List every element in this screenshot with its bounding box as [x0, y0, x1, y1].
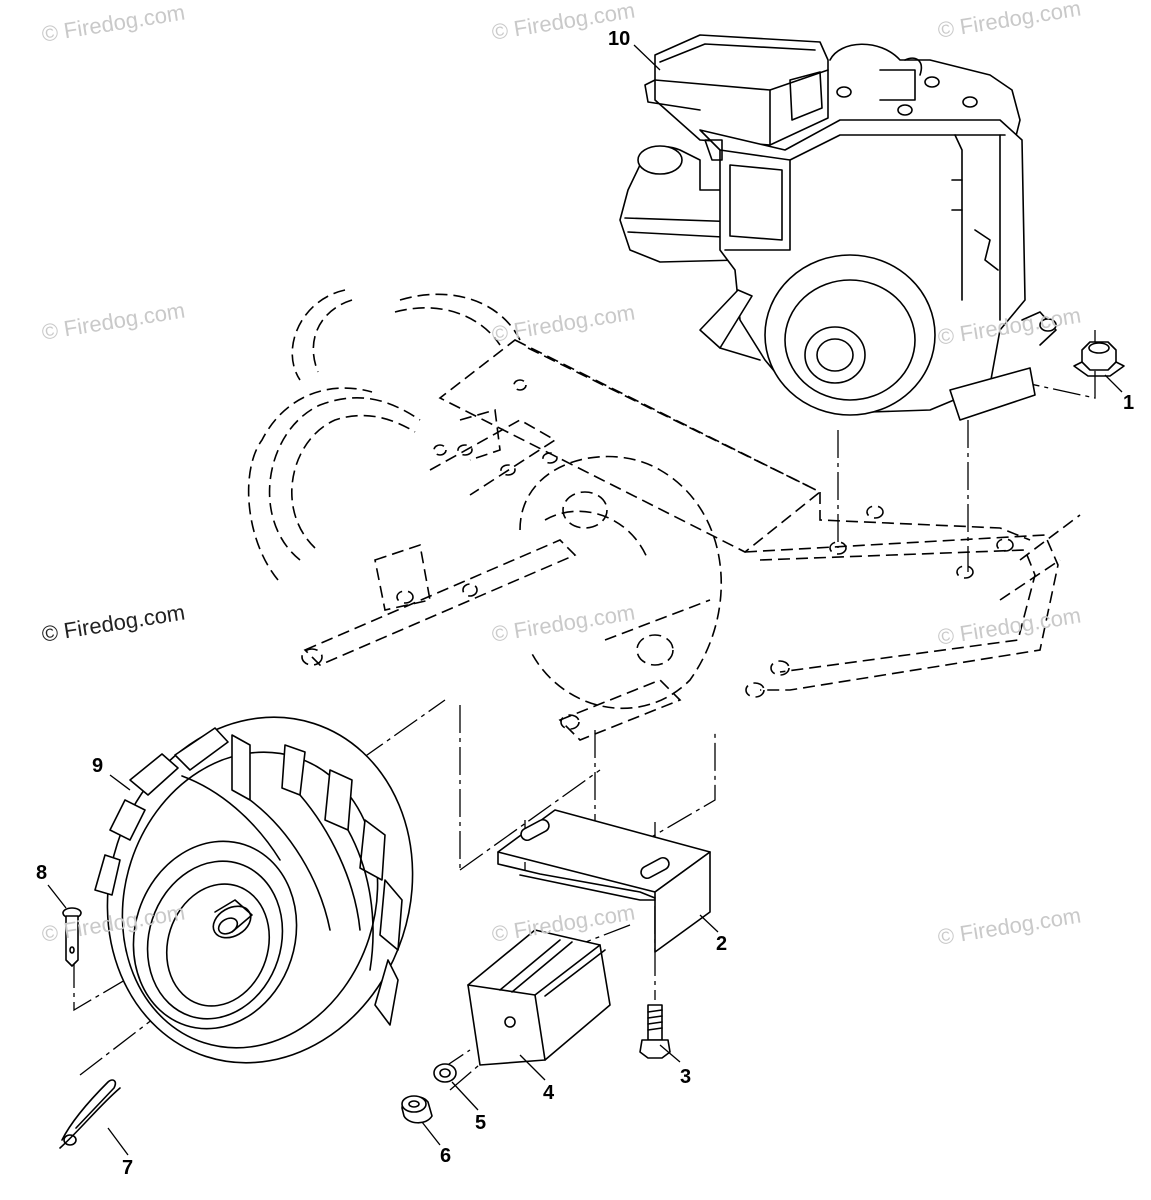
bolt-icon: [639, 1004, 671, 1059]
callout-6: 6: [440, 1145, 452, 1167]
washer-icon: [433, 1063, 457, 1083]
tiller-frame-phantom: [247, 289, 1081, 741]
wheel-tire-icon: [94, 716, 414, 1064]
callout-7: 7: [122, 1157, 134, 1179]
clevis-pin-icon: [62, 907, 82, 967]
bracket-icon: [497, 809, 711, 953]
callout-2: 2: [716, 933, 728, 955]
callout-5: 5: [475, 1112, 487, 1134]
callout-8: 8: [36, 862, 48, 884]
callout-3: 3: [680, 1066, 692, 1088]
callout-10: 10: [608, 28, 631, 50]
spacer-icon: [401, 1095, 433, 1124]
hex-nut-icon: [1073, 341, 1125, 377]
leader-lines: [47, 44, 1123, 1156]
callout-1: 1: [1123, 392, 1135, 414]
callout-9: 9: [92, 755, 104, 777]
callout-4: 4: [543, 1082, 555, 1104]
wheel-weight-icon: [467, 929, 611, 1066]
engine-icon: [619, 34, 1057, 421]
hairpin-clip-icon: [59, 1079, 121, 1149]
